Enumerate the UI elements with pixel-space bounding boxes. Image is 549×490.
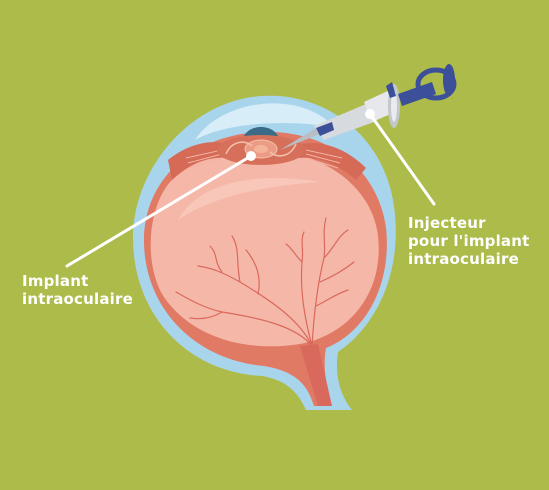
implant-label: Implant intraoculaire [22,272,133,308]
injector-label-line1: Injecteur [408,214,486,232]
retinal-vessels [175,217,355,347]
iris [244,127,278,136]
implant-haptics [225,141,297,157]
cornea [195,103,335,140]
implant-center [254,145,268,153]
injector-label-line2: pour l'implant [408,232,530,250]
ciliary-body-right [294,142,366,180]
vitreous-highlight [178,178,320,220]
zonule-fibers [185,149,343,169]
syringe-injector-icon [280,64,457,150]
implant-label-line2: intraoculaire [22,290,133,308]
optic-nerve [300,344,332,406]
injector-label-line3: intraoculaire [408,250,519,268]
injector-label: Injecteur pour l'implant intraoculaire [408,214,530,268]
implant-label-line1: Implant [22,272,89,290]
leader-lines [65,109,436,268]
